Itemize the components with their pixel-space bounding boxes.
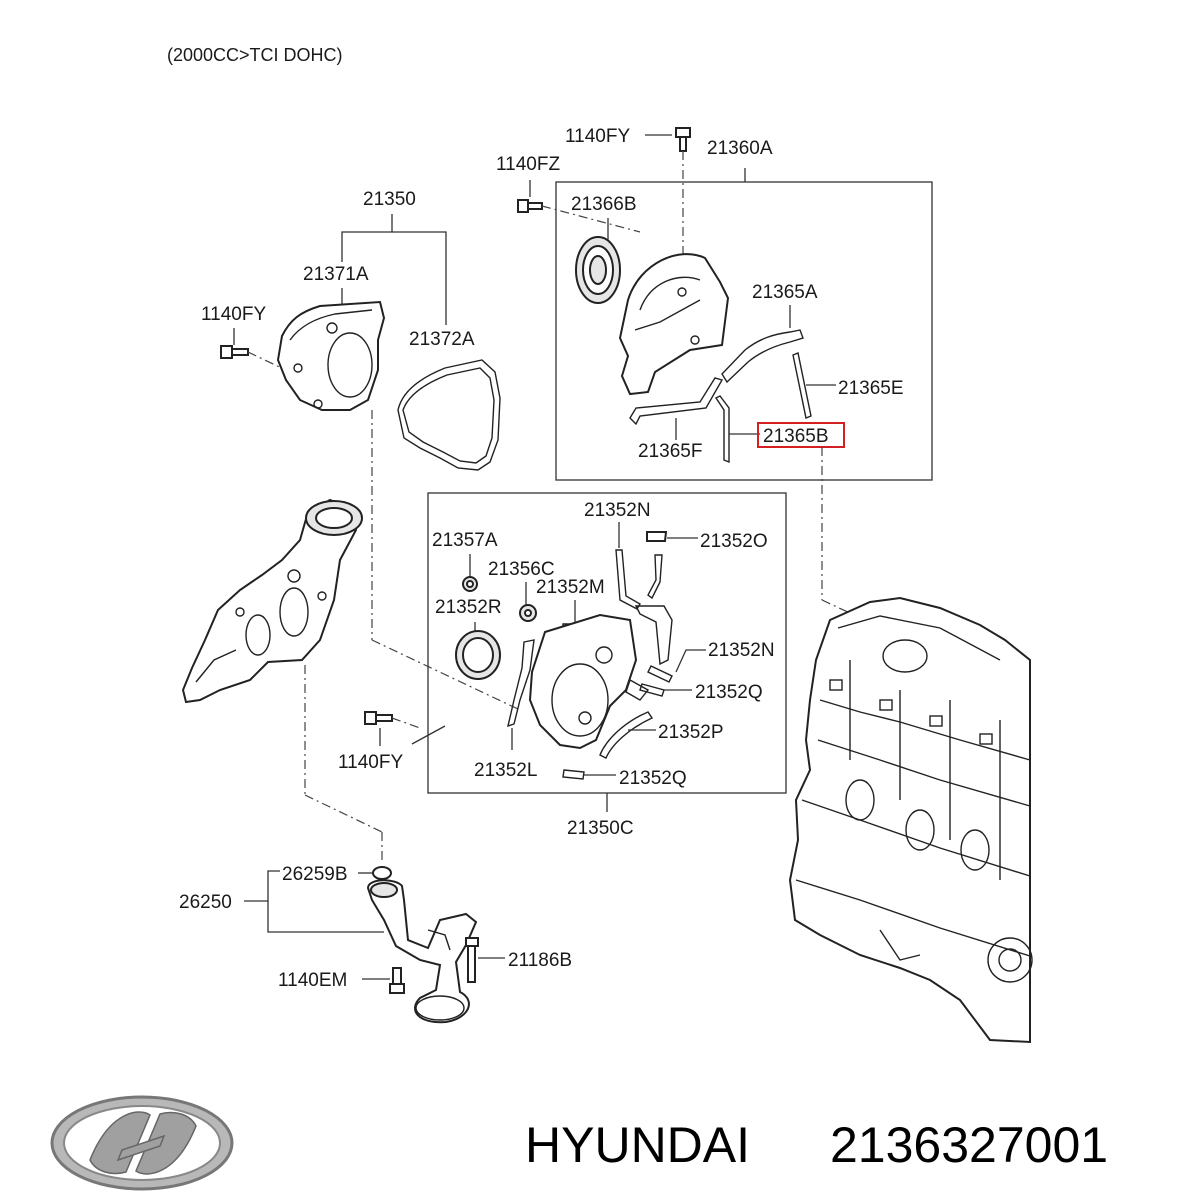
o-ring-26259B <box>372 866 392 880</box>
highlight-box-21365B <box>757 422 845 448</box>
label-21372A[interactable]: 21372A <box>409 329 475 350</box>
gasket-21365F <box>629 377 724 426</box>
engine-spec-header: (2000CC>TCI DOHC) <box>167 45 343 65</box>
bolt-icon <box>364 711 393 725</box>
timing-cover-21350C <box>528 605 673 750</box>
label-21352Q-mid[interactable]: 21352Q <box>695 682 763 703</box>
label-21350[interactable]: 21350 <box>363 189 416 210</box>
gasket-21365B <box>714 395 730 464</box>
bolt-icon <box>220 345 249 359</box>
seal-21352N-top <box>615 549 641 610</box>
bolt-icon <box>517 199 543 213</box>
label-1140FY-left[interactable]: 1140FY <box>201 304 266 325</box>
label-21365F[interactable]: 21365F <box>638 441 702 462</box>
label-21356C[interactable]: 21356C <box>488 559 555 580</box>
label-21365B[interactable]: 21365B <box>763 426 829 447</box>
label-21366B[interactable]: 21366B <box>571 194 637 215</box>
oil-pump-housing <box>181 498 363 704</box>
gasket-21365E <box>792 352 812 419</box>
label-21352Q-bottom[interactable]: 21352Q <box>619 768 687 789</box>
label-1140FY-bottom[interactable]: 1140FY <box>338 752 403 773</box>
bolt-icon <box>675 127 691 152</box>
bolt-21186B <box>465 937 479 983</box>
hyundai-logo-icon <box>50 1095 234 1191</box>
label-26250[interactable]: 26250 <box>179 892 232 913</box>
label-21371A[interactable]: 21371A <box>303 264 369 285</box>
timing-cover-21371A <box>276 300 386 411</box>
engine-block <box>788 596 1033 1044</box>
label-21352O[interactable]: 21352O <box>700 531 768 552</box>
label-21352L[interactable]: 21352L <box>474 760 537 781</box>
label-21365A[interactable]: 21365A <box>752 282 818 303</box>
brand-name: HYUNDAI <box>525 1117 750 1173</box>
oil-seal-21366B <box>575 236 621 304</box>
label-21352M[interactable]: 21352M <box>536 577 605 598</box>
nut-21357A <box>462 576 478 592</box>
label-21352N-mid[interactable]: 21352N <box>708 640 775 661</box>
upper-timing-cover <box>618 253 730 396</box>
label-21352R[interactable]: 21352R <box>435 597 502 618</box>
seal-21352P <box>599 711 654 759</box>
part-number: 2136327001 <box>830 1117 1108 1173</box>
label-21350C[interactable]: 21350C <box>567 818 634 839</box>
label-26259B[interactable]: 26259B <box>282 864 348 885</box>
label-21352P[interactable]: 21352P <box>658 722 724 743</box>
label-1140FY-top[interactable]: 1140FY <box>565 126 630 147</box>
label-1140EM[interactable]: 1140EM <box>278 970 347 991</box>
seal-21352O <box>646 531 668 542</box>
seal-ring-21352R <box>455 630 501 680</box>
oil-strainer-26250 <box>366 879 478 1024</box>
label-21352N-top[interactable]: 21352N <box>584 500 651 521</box>
label-1140FZ[interactable]: 1140FZ <box>496 154 560 175</box>
bolt-icon <box>389 967 405 994</box>
gasket-21365A <box>721 329 804 384</box>
seal-21352L <box>507 639 535 728</box>
label-21360A[interactable]: 21360A <box>707 138 773 159</box>
label-21365E[interactable]: 21365E <box>838 378 904 399</box>
label-21186B[interactable]: 21186B <box>508 950 572 971</box>
gasket-21372A <box>397 359 501 471</box>
label-21357A[interactable]: 21357A <box>432 530 498 551</box>
washer-21356C <box>519 604 537 622</box>
assembly-box-21360A <box>555 181 933 481</box>
